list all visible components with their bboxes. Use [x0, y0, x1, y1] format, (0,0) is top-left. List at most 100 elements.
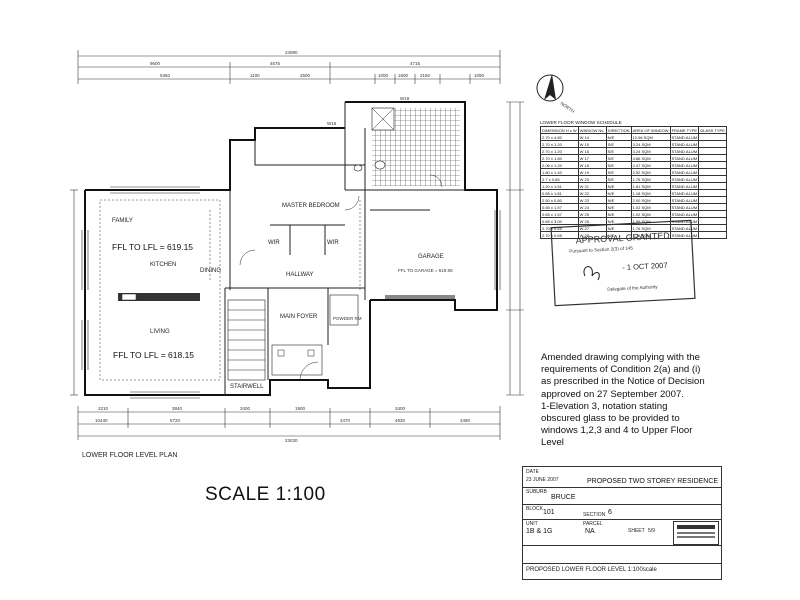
- tb-block-value: 101: [543, 509, 555, 516]
- table-cell: STAND.ALUM: [669, 140, 700, 148]
- table-cell: 2.47 SQM: [630, 161, 671, 169]
- table-cell: 0.65 x 1.81: [540, 189, 579, 197]
- tb-parcel-value: NA: [585, 528, 595, 535]
- table-cell: 2.70 x 0.65: [540, 231, 579, 239]
- table-cell: 1.20 x 1.51: [540, 182, 579, 190]
- dim-top-j: 1090: [474, 73, 485, 78]
- dim-bottom-c: 3400: [240, 406, 251, 411]
- dim-bottom-g: 5720: [170, 418, 181, 423]
- table-cell: [698, 217, 727, 225]
- table-cell: STAND.ALUM: [669, 182, 700, 190]
- table-cell: W 18: [577, 161, 607, 169]
- label-hallway: HALLWAY: [286, 272, 314, 278]
- plan-title: LOWER FLOOR LEVEL PLAN: [82, 452, 178, 459]
- tb-drawing-title: PROPOSED LOWER FLOOR LEVEL 1:100scale: [526, 567, 657, 573]
- table-cell: S/E: [605, 161, 632, 169]
- table-cell: STAND.ALUM: [669, 203, 700, 211]
- table-cell: [698, 161, 727, 169]
- signature-mark: [583, 266, 600, 281]
- table-cell: W 19: [577, 168, 607, 176]
- dim-top-a: 9600: [150, 61, 161, 66]
- table-cell: W 15: [577, 140, 607, 148]
- table-cell: W 14: [577, 133, 607, 141]
- powder-room: [329, 294, 359, 326]
- table-cell: W 21: [577, 182, 607, 190]
- tb-parcel-label: PARCEL: [583, 521, 603, 527]
- tb-unit-label: UNIT: [526, 521, 538, 527]
- table-cell: W 20: [577, 175, 607, 183]
- dim-bottom-e: 3400: [395, 406, 406, 411]
- table-cell: [698, 133, 727, 141]
- label-dining: DINING: [200, 268, 221, 274]
- tb-date-value: 23 JUNE 2007: [526, 477, 559, 483]
- label-kitchen: KITCHEN: [150, 262, 176, 268]
- table-cell: 1.95 SQM: [630, 217, 671, 225]
- table-cell: S/E: [605, 175, 632, 183]
- stamp-date: - 1 OCT 2007: [622, 261, 668, 272]
- table-cell: S/E: [605, 154, 632, 162]
- table-cell: 2.06 x 1.20: [540, 161, 579, 169]
- garage-bench: [385, 295, 455, 299]
- toilet-icon: [374, 160, 386, 170]
- table-cell: [698, 196, 727, 204]
- basin-icon: [353, 164, 363, 172]
- table-cell: STAND.ALUM: [669, 217, 700, 225]
- th-frame-type: FRAME TYPE: [669, 126, 700, 134]
- north-arrow-icon: NORTH: [536, 74, 575, 114]
- th-window-no: WINDOW No.: [577, 126, 607, 134]
- table-cell: STAND.ALUM: [669, 147, 700, 155]
- table-cell: STAND.ALUM: [669, 168, 700, 176]
- table-cell: 2.70 x 0.65: [540, 224, 579, 232]
- note-line: requirements of Condition 2(a) and (i): [541, 364, 701, 376]
- north-label: NORTH: [559, 101, 575, 114]
- note-line: approved on 27 September 2007.: [541, 388, 684, 400]
- amendment-notes: Amended drawing complying with the requi…: [541, 352, 751, 450]
- title-block: DATE 23 JUNE 2007 PROPOSED TWO STOREY RE…: [522, 466, 722, 580]
- table-cell: N/E: [605, 189, 632, 197]
- th-area: AREA OF WINDOW: [630, 126, 671, 134]
- table-cell: 3.24 SQM: [630, 140, 671, 148]
- label-wir-1: WIR: [268, 240, 280, 246]
- note-line: Level: [541, 437, 564, 449]
- table-cell: W 26: [577, 217, 607, 225]
- label-powder-room: POWDER RM: [333, 316, 362, 321]
- dim-bottom-h: 3470: [340, 418, 351, 423]
- dim-top-i: 2150: [420, 73, 431, 78]
- table-cell: [698, 168, 727, 176]
- table-cell: 3.24 SQM: [630, 147, 671, 155]
- dim-overall-top: 24080: [285, 50, 298, 55]
- table-cell: N/E: [605, 231, 632, 239]
- table-cell: STAND.ALUM: [669, 196, 700, 204]
- table-cell: N/E: [605, 217, 632, 225]
- door-swings: [239, 174, 443, 381]
- table-cell: [698, 210, 727, 218]
- table-cell: [698, 203, 727, 211]
- dim-bottom-a: 2210: [98, 406, 109, 411]
- window-marks: [81, 186, 501, 399]
- scale-label: SCALE 1:100: [205, 484, 326, 505]
- table-cell: N/E: [605, 196, 632, 204]
- label-wir-2: WIR: [327, 240, 339, 246]
- table-cell: STAND.ALUM: [669, 133, 700, 141]
- label-main-foyer: MAIN FOYER: [280, 314, 318, 320]
- table-header-row: DIMENSION H x W WINDOW No. DIRECTION ARE…: [540, 126, 727, 134]
- table-cell: 2.7 x 0.65: [540, 175, 579, 183]
- exterior-walls: [84, 101, 498, 396]
- table-cell: S/E: [605, 147, 632, 155]
- tb-sheet-value: 5/9: [648, 528, 655, 534]
- table-cell: 2.70 x 1.80: [540, 154, 579, 162]
- table-cell: [698, 189, 727, 197]
- label-master-bedroom: MASTER BEDROOM: [282, 203, 340, 209]
- label-stairwell: STAIRWELL: [230, 384, 264, 390]
- dim-bottom-f: 10430: [95, 418, 108, 423]
- kitchen-bench: [118, 293, 200, 301]
- dim-bottom-i: 4930: [395, 418, 406, 423]
- firm-logo-box: [673, 521, 719, 545]
